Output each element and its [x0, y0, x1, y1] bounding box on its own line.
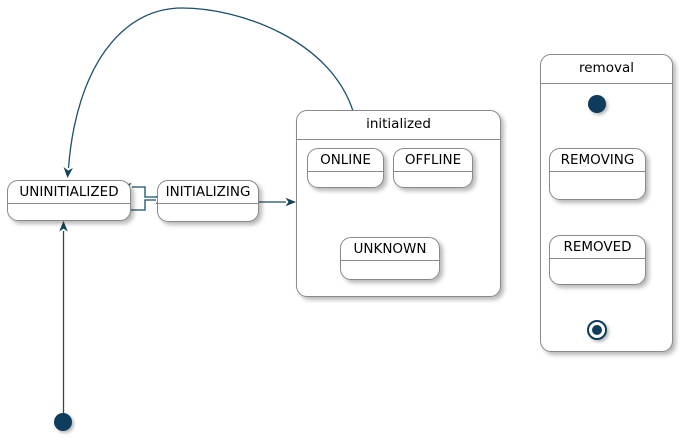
state-unknown-label: UNKNOWN: [353, 241, 427, 258]
state-removed-label: REMOVED: [563, 239, 632, 256]
state-unknown-name-row: UNKNOWN: [341, 238, 439, 261]
state-initializing[interactable]: INITIALIZING: [157, 180, 259, 222]
state-offline-label: OFFLINE: [404, 152, 462, 169]
state-online[interactable]: ONLINE: [307, 148, 384, 188]
state-removing[interactable]: REMOVING: [549, 148, 646, 200]
initial-state-node-removal: [588, 95, 606, 113]
state-uninitialized-name-row: UNINITIALIZED: [8, 181, 130, 204]
state-online-name-row: ONLINE: [308, 149, 383, 172]
state-unknown-body: [341, 261, 439, 279]
final-state-node-removal: [587, 320, 607, 340]
state-removal-head: removal: [541, 55, 672, 84]
state-offline[interactable]: OFFLINE: [393, 148, 473, 188]
state-initializing-label: INITIALIZING: [165, 184, 251, 201]
state-removal[interactable]: removal: [540, 54, 673, 352]
state-removed-body: [550, 259, 645, 284]
state-uninitialized[interactable]: UNINITIALIZED: [7, 180, 131, 221]
state-offline-body: [394, 172, 472, 187]
state-removal-region: [541, 84, 672, 351]
transition-initializing-to-initialized: [259, 197, 296, 207]
state-uninitialized-label: UNINITIALIZED: [19, 184, 119, 201]
state-removing-name-row: REMOVING: [550, 149, 645, 172]
state-removing-body: [550, 172, 645, 199]
state-initializing-body: [158, 204, 258, 221]
state-initialized-label: initialized: [366, 116, 431, 133]
state-offline-name-row: OFFLINE: [394, 149, 472, 172]
initial-state-node-main: [54, 413, 72, 431]
state-initializing-name-row: INITIALIZING: [158, 181, 258, 204]
state-online-label: ONLINE: [320, 152, 371, 169]
state-removal-label: removal: [579, 60, 634, 77]
state-removed-name-row: REMOVED: [550, 236, 645, 259]
state-online-body: [308, 172, 383, 187]
state-uninitialized-body: [8, 204, 130, 220]
state-removed[interactable]: REMOVED: [549, 235, 646, 285]
state-initialized-head: initialized: [297, 111, 500, 140]
transition-start-to-uninitialized: [59, 221, 68, 414]
state-removing-label: REMOVING: [560, 152, 635, 169]
state-unknown[interactable]: UNKNOWN: [340, 237, 440, 280]
